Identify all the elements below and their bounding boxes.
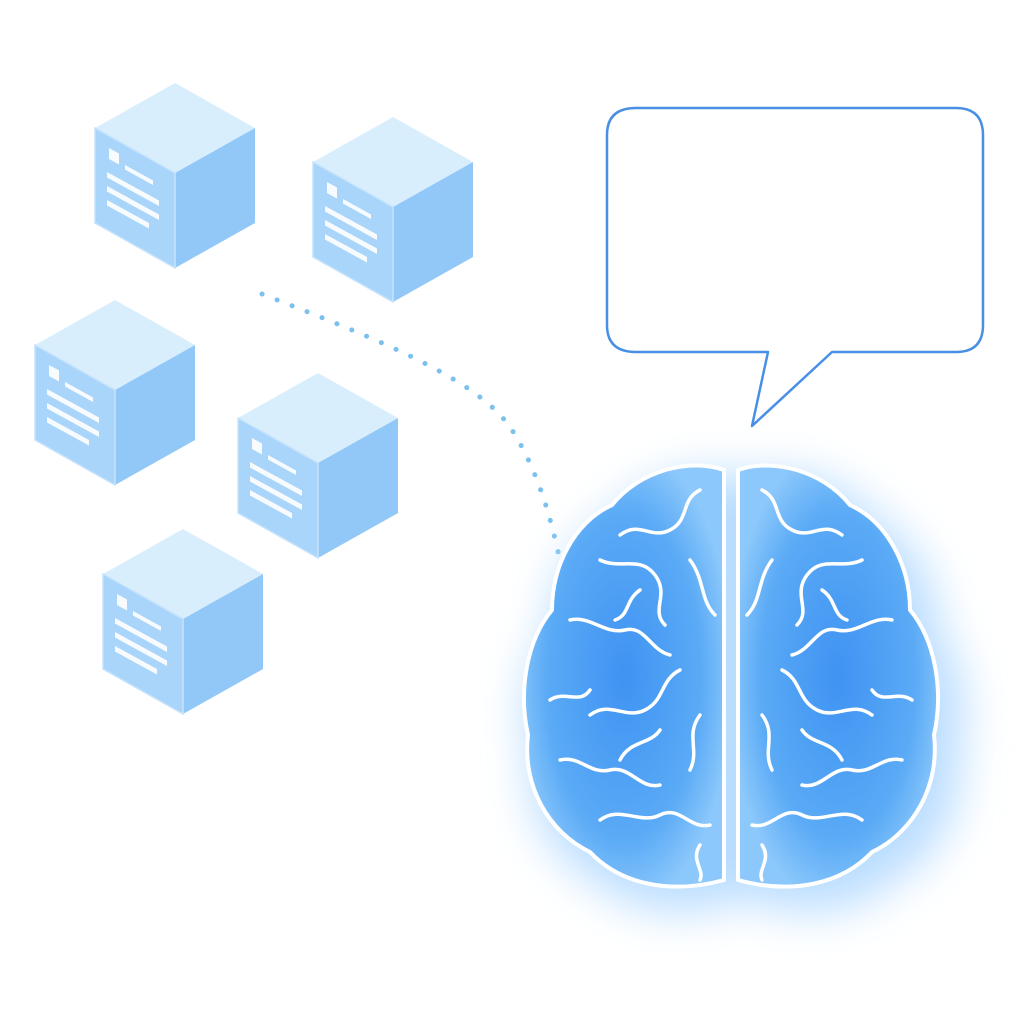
document-cube-icon — [312, 116, 474, 303]
document-cube-icon — [237, 372, 399, 559]
speech-bubble-icon — [605, 106, 985, 428]
document-cube-icon — [34, 299, 196, 486]
document-cube-icon — [102, 528, 264, 715]
brain-icon — [522, 463, 964, 912]
document-cubes — [34, 82, 474, 715]
document-cube-icon — [94, 82, 256, 269]
dotted-connector — [259, 291, 563, 563]
